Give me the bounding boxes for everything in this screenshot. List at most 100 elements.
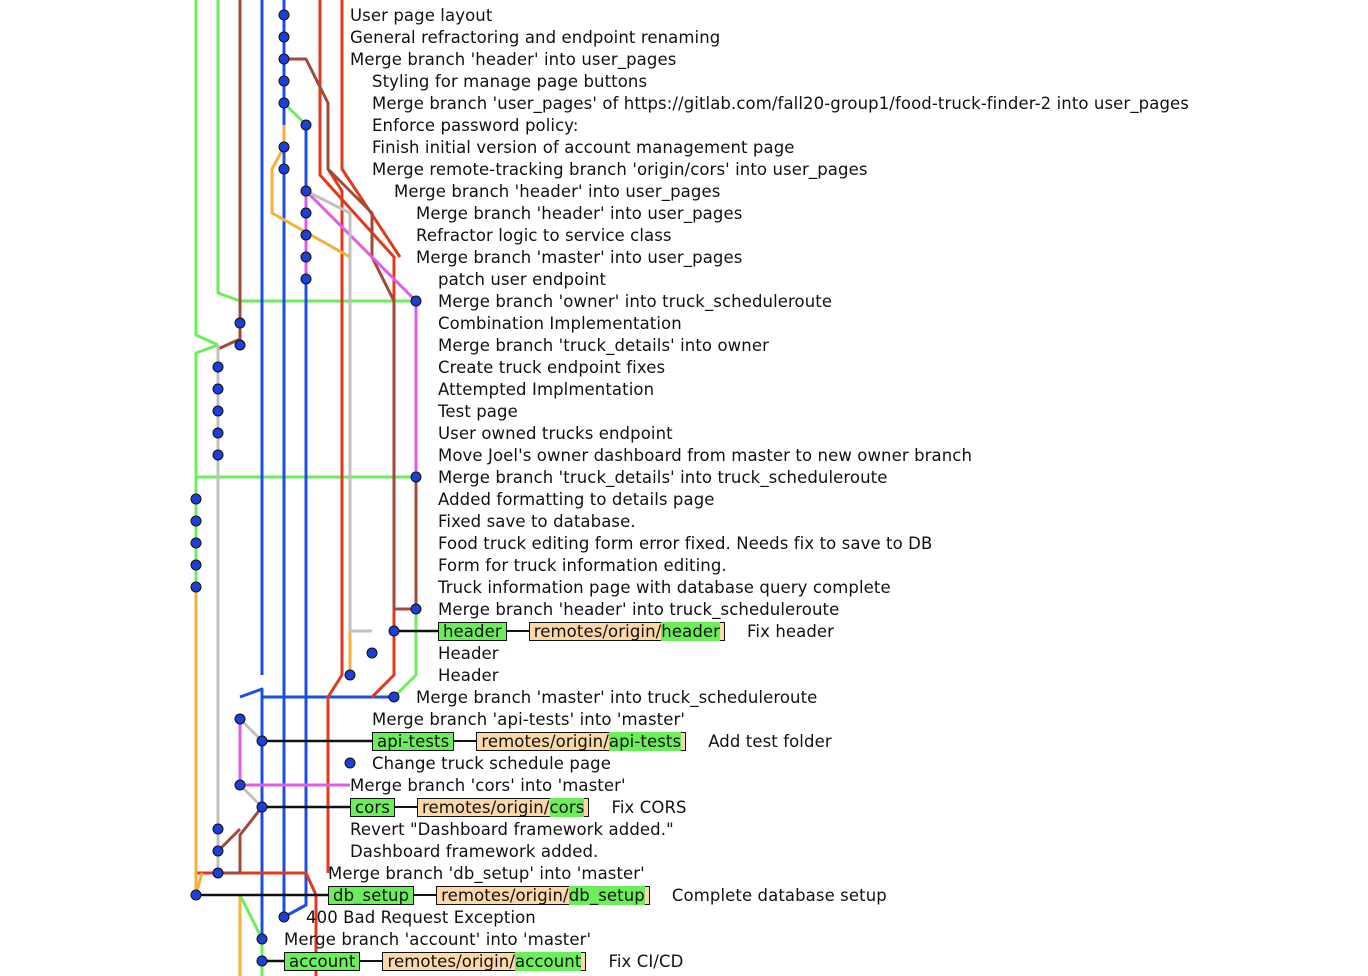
commit-node[interactable] — [212, 845, 224, 857]
commit-message: User owned trucks endpoint — [438, 423, 673, 443]
commit-node[interactable] — [234, 339, 246, 351]
commit-row[interactable]: Create truck endpoint fixes — [438, 356, 665, 378]
commit-row[interactable]: Header — [438, 664, 499, 686]
commit-row[interactable]: Form for truck information editing. — [438, 554, 727, 576]
commit-node[interactable] — [300, 251, 312, 263]
remote-branch-label[interactable]: remotes/origin/cors — [416, 797, 590, 817]
commit-node[interactable] — [300, 229, 312, 241]
commit-row[interactable]: Food truck editing form error fixed. Nee… — [438, 532, 932, 554]
commit-node[interactable] — [212, 361, 224, 373]
commit-node[interactable] — [234, 779, 246, 791]
commit-node[interactable] — [278, 97, 290, 109]
commit-node[interactable] — [212, 383, 224, 395]
commit-node[interactable] — [410, 471, 422, 483]
commit-node[interactable] — [256, 933, 268, 945]
commit-node[interactable] — [212, 427, 224, 439]
local-branch-label[interactable]: account — [284, 951, 361, 971]
remote-branch-label[interactable]: remotes/origin/db_setup — [436, 885, 650, 905]
commit-row[interactable]: Header — [438, 642, 499, 664]
commit-row[interactable]: 400 Bad Request Exception — [306, 906, 536, 928]
commit-row[interactable]: Enforce password policy: — [372, 114, 579, 136]
commit-row[interactable]: Merge branch 'account' into 'master' — [284, 928, 591, 950]
commit-node[interactable] — [212, 405, 224, 417]
commit-row[interactable]: Merge branch 'owner' into truck_schedule… — [438, 290, 832, 312]
commit-row[interactable]: Merge branch 'header' into user_pages — [416, 202, 742, 224]
commit-row[interactable]: Added formatting to details page — [438, 488, 715, 510]
commit-row[interactable]: Merge branch 'api-tests' into 'master' — [372, 708, 685, 730]
commit-row[interactable]: Dashboard framework added. — [350, 840, 598, 862]
commit-row[interactable]: Merge branch 'master' into truck_schedul… — [416, 686, 817, 708]
commit-node[interactable] — [278, 75, 290, 87]
commit-node[interactable] — [190, 581, 202, 593]
commit-row[interactable]: Revert "Dashboard framework added." — [350, 818, 674, 840]
commit-node[interactable] — [278, 141, 290, 153]
commit-row[interactable]: Test page — [438, 400, 518, 422]
commit-node[interactable] — [410, 295, 422, 307]
local-branch-label[interactable]: cors — [350, 797, 395, 817]
commit-node[interactable] — [300, 119, 312, 131]
local-branch-label[interactable]: db_setup — [328, 885, 415, 905]
commit-row[interactable]: User page layout — [350, 4, 492, 26]
commit-node[interactable] — [190, 537, 202, 549]
commit-node[interactable] — [190, 559, 202, 571]
commit-row[interactable]: Merge branch 'master' into user_pages — [416, 246, 742, 268]
commit-node[interactable] — [388, 625, 400, 637]
commit-row[interactable]: Finish initial version of account manage… — [372, 136, 795, 158]
commit-row[interactable]: Merge branch 'db_setup' into 'master' — [328, 862, 645, 884]
commit-node[interactable] — [300, 207, 312, 219]
commit-row[interactable]: Fixed save to database. — [438, 510, 636, 532]
commit-row[interactable]: Change truck schedule page — [372, 752, 611, 774]
commit-node[interactable] — [234, 713, 246, 725]
commit-row[interactable]: Merge branch 'header' into user_pages — [394, 180, 720, 202]
commit-node[interactable] — [278, 9, 290, 21]
commit-node[interactable] — [278, 31, 290, 43]
commit-row[interactable]: Merge branch 'user_pages' of https://git… — [372, 92, 1189, 114]
commit-row[interactable]: Refractor logic to service class — [416, 224, 672, 246]
commit-node[interactable] — [300, 273, 312, 285]
commit-node[interactable] — [300, 185, 312, 197]
commit-row[interactable]: Merge branch 'header' into user_pages — [350, 48, 676, 70]
commit-node[interactable] — [278, 911, 290, 923]
commit-node[interactable] — [366, 647, 378, 659]
commit-node[interactable] — [256, 801, 268, 813]
commit-row[interactable]: Merge remote-tracking branch 'origin/cor… — [372, 158, 868, 180]
commit-row[interactable]: Merge branch 'cors' into 'master' — [350, 774, 626, 796]
commit-row[interactable]: Truck information page with database que… — [438, 576, 891, 598]
commit-row[interactable]: Merge branch 'truck_details' into truck_… — [438, 466, 888, 488]
local-branch-label[interactable]: api-tests — [372, 731, 455, 751]
local-branch-label[interactable]: header — [438, 621, 507, 641]
remote-branch-label[interactable]: remotes/origin/api-tests — [476, 731, 687, 751]
commit-node[interactable] — [278, 53, 290, 65]
commit-node[interactable] — [190, 515, 202, 527]
remote-branch-label[interactable]: remotes/origin/account — [382, 951, 587, 971]
commit-node[interactable] — [410, 603, 422, 615]
commit-row[interactable]: Move Joel's owner dashboard from master … — [438, 444, 972, 466]
commit-row[interactable]: Merge branch 'header' into truck_schedul… — [438, 598, 839, 620]
commit-row[interactable]: Attempted Implmentation — [438, 378, 654, 400]
commit-node[interactable] — [212, 823, 224, 835]
commit-node[interactable] — [256, 955, 268, 967]
commit-node[interactable] — [234, 317, 246, 329]
commit-node[interactable] — [344, 669, 356, 681]
commit-node[interactable] — [278, 163, 290, 175]
commit-node[interactable] — [388, 691, 400, 703]
commit-row[interactable]: patch user endpoint — [438, 268, 606, 290]
branch-edge — [196, 871, 318, 976]
commit-node[interactable] — [212, 867, 224, 879]
commit-row[interactable]: Styling for manage page buttons — [372, 70, 647, 92]
commit-node[interactable] — [256, 735, 268, 747]
commit-row[interactable]: Combination Implementation — [438, 312, 682, 334]
commit-node[interactable] — [212, 449, 224, 461]
commit-node[interactable] — [190, 493, 202, 505]
commit-row[interactable]: User owned trucks endpoint — [438, 422, 673, 444]
commit-node[interactable] — [344, 757, 356, 769]
commit-row[interactable]: General refractoring and endpoint renami… — [350, 26, 720, 48]
commit-node[interactable] — [190, 889, 202, 901]
commit-row[interactable]: Merge branch 'truck_details' into owner — [438, 334, 769, 356]
remote-branch-label[interactable]: remotes/origin/header — [528, 621, 726, 641]
